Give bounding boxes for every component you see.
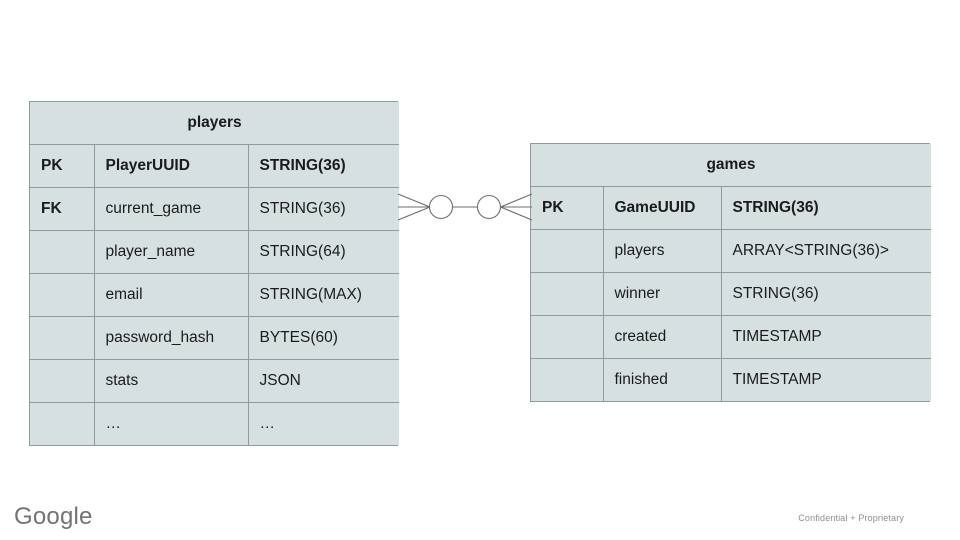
crows-foot-right-icon bbox=[500, 193, 533, 221]
entity-games-title-row: games bbox=[531, 144, 932, 187]
entity-players-grid: players PK PlayerUUID STRING(36) FK curr… bbox=[30, 102, 400, 445]
entity-players-title: players bbox=[30, 102, 400, 145]
players-row-4-name: password_hash bbox=[93, 316, 249, 360]
games-row-1-name: players bbox=[602, 229, 722, 273]
table-row: FK current_game STRING(36) bbox=[30, 187, 400, 231]
cardinality-zero-circle-left-icon bbox=[428, 194, 454, 220]
cardinality-zero-circle-right-icon bbox=[476, 194, 502, 220]
players-row-6-key bbox=[30, 402, 95, 445]
entity-games-title: games bbox=[531, 144, 932, 187]
players-row-1-type: STRING(36) bbox=[247, 187, 400, 231]
table-row: winner STRING(36) bbox=[531, 272, 932, 316]
games-row-0-type: STRING(36) bbox=[720, 186, 932, 230]
table-row: … … bbox=[30, 402, 400, 445]
games-row-0-name: GameUUID bbox=[602, 186, 722, 230]
players-row-4-key bbox=[30, 316, 95, 360]
confidentiality-notice: Confidential + Proprietary bbox=[798, 513, 904, 523]
players-row-2-name: player_name bbox=[93, 230, 249, 274]
table-row: stats JSON bbox=[30, 359, 400, 403]
players-row-0-key: PK bbox=[30, 144, 95, 188]
games-row-2-name: winner bbox=[602, 272, 722, 316]
entity-players-title-row: players bbox=[30, 102, 400, 145]
entity-games-grid: games PK GameUUID STRING(36) players ARR… bbox=[531, 144, 932, 401]
games-row-2-key bbox=[531, 272, 604, 316]
table-row: password_hash BYTES(60) bbox=[30, 316, 400, 360]
games-row-3-key bbox=[531, 315, 604, 359]
table-row: email STRING(MAX) bbox=[30, 273, 400, 317]
relationship-connector-players-games bbox=[397, 193, 533, 221]
table-row: PK GameUUID STRING(36) bbox=[531, 186, 932, 230]
games-row-2-type: STRING(36) bbox=[720, 272, 932, 316]
entity-games-body: games PK GameUUID STRING(36) players ARR… bbox=[531, 144, 932, 401]
players-row-0-type: STRING(36) bbox=[247, 144, 400, 188]
players-row-5-key bbox=[30, 359, 95, 403]
table-row: finished TIMESTAMP bbox=[531, 358, 932, 401]
players-row-1-key: FK bbox=[30, 187, 95, 231]
players-row-3-type: STRING(MAX) bbox=[247, 273, 400, 317]
games-row-3-type: TIMESTAMP bbox=[720, 315, 932, 359]
table-row: PK PlayerUUID STRING(36) bbox=[30, 144, 400, 188]
games-row-3-name: created bbox=[602, 315, 722, 359]
players-row-5-name: stats bbox=[93, 359, 249, 403]
table-row: players ARRAY<STRING(36)> bbox=[531, 229, 932, 273]
players-row-0-name: PlayerUUID bbox=[93, 144, 249, 188]
entity-table-games[interactable]: games PK GameUUID STRING(36) players ARR… bbox=[530, 143, 932, 402]
entity-players-body: players PK PlayerUUID STRING(36) FK curr… bbox=[30, 102, 400, 445]
players-row-4-type: BYTES(60) bbox=[247, 316, 400, 360]
games-row-4-key bbox=[531, 358, 604, 401]
games-row-0-key: PK bbox=[531, 186, 604, 230]
crows-foot-left-icon bbox=[397, 193, 431, 221]
players-row-1-name: current_game bbox=[93, 187, 249, 231]
games-row-4-name: finished bbox=[602, 358, 722, 401]
players-row-3-key bbox=[30, 273, 95, 317]
players-row-5-type: JSON bbox=[247, 359, 400, 403]
players-row-2-key bbox=[30, 230, 95, 274]
games-row-1-type: ARRAY<STRING(36)> bbox=[720, 229, 932, 273]
table-row: player_name STRING(64) bbox=[30, 230, 400, 274]
players-row-6-name: … bbox=[93, 402, 249, 445]
entity-table-players[interactable]: players PK PlayerUUID STRING(36) FK curr… bbox=[29, 101, 400, 446]
games-row-1-key bbox=[531, 229, 604, 273]
google-logo: Google bbox=[14, 503, 93, 530]
games-row-4-type: TIMESTAMP bbox=[720, 358, 932, 401]
players-row-2-type: STRING(64) bbox=[247, 230, 400, 274]
table-row: created TIMESTAMP bbox=[531, 315, 932, 359]
players-row-3-name: email bbox=[93, 273, 249, 317]
players-row-6-type: … bbox=[247, 402, 400, 445]
